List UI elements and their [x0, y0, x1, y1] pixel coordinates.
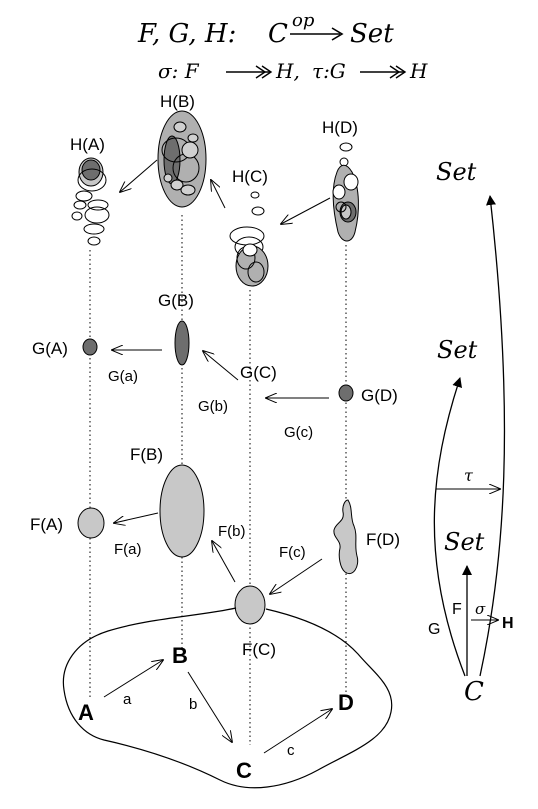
sigma-label: σ [475, 600, 486, 618]
f-functor-label: F [452, 601, 462, 618]
g-d-label: G(D) [361, 386, 398, 405]
h-arrow-b [211, 180, 226, 209]
epi-arrow-sigma [226, 65, 273, 79]
g-a-label: G(A) [32, 339, 68, 358]
title-h2: H [409, 59, 428, 83]
f-b-set [159, 464, 205, 558]
f-c-label: F(C) [242, 640, 276, 659]
f-a-label: F(A) [30, 515, 63, 534]
morphism-c-arrow [263, 709, 332, 754]
category-c: A B C D a b c [62, 607, 393, 789]
g-c-morphism: G(c) [284, 424, 313, 441]
fiber-guides [89, 215, 347, 745]
morphism-b-arrow [187, 671, 232, 742]
title-h1: H, [275, 59, 300, 83]
title-category: C [268, 19, 288, 49]
title-arrowhead [331, 27, 344, 41]
category-c-blob [62, 607, 393, 789]
title-sigma: σ: F [158, 59, 200, 83]
f-c-set [234, 585, 266, 625]
set-top-label: Set [436, 158, 477, 186]
title: F, G, H: C op Set σ: F H, τ:G H [137, 10, 428, 83]
morphism-a-label: a [123, 691, 132, 708]
g-arrow-b [203, 351, 239, 381]
f-arrow-a [114, 512, 159, 523]
object-c: C [236, 758, 252, 783]
h-functor-label: H [502, 615, 514, 632]
set-mid-label: Set [437, 336, 478, 364]
f-arrows [114, 512, 323, 594]
f-d-label: F(D) [366, 530, 400, 549]
g-b-label: G(B) [158, 291, 194, 310]
h-arrows [120, 159, 331, 224]
g-functor-label: G [428, 621, 440, 638]
h-arrow-a [120, 159, 158, 192]
f-a-morphism: F(a) [114, 541, 142, 558]
morphism-b-label: b [189, 696, 197, 713]
f-arrow-b [212, 541, 236, 583]
f-b-label: F(B) [130, 445, 163, 464]
morphism-c-label: c [287, 742, 295, 759]
object-b: B [172, 643, 188, 668]
tau-label: τ [464, 466, 474, 485]
h-arrow-c [281, 197, 331, 224]
epi-arrow-tau [360, 65, 407, 79]
g-a-set [82, 338, 98, 356]
f-a-set [77, 507, 105, 539]
title-set: Set [350, 19, 394, 49]
h-c-label: H(C) [232, 167, 268, 186]
title-op: op [292, 10, 315, 31]
g-c-label: G(C) [240, 363, 277, 382]
g-layer: G(A) G(B) G(C) G(D) G(a) G(b) G(c) [32, 291, 398, 441]
f-arrow-c [270, 558, 323, 594]
h-b-set [157, 110, 207, 208]
h-c-set [229, 191, 269, 287]
functor-summary: Set Set Set τ σ F G H C [428, 158, 514, 707]
object-a: A [78, 700, 94, 725]
title-prefix: F, G, H: [137, 19, 236, 49]
morphism-a-arrow [103, 660, 163, 698]
h-a-label: H(A) [70, 135, 105, 154]
f-c-morphism: F(c) [279, 544, 306, 561]
h-d-label: H(D) [322, 118, 358, 137]
g-d-set [338, 384, 354, 402]
f-d-set [333, 499, 359, 574]
h-b-label: H(B) [160, 92, 195, 111]
g-b-morphism: G(b) [198, 398, 228, 415]
f-b-morphism: F(b) [218, 523, 246, 540]
g-a-morphism: G(a) [108, 368, 138, 385]
h-functor-arrow [479, 195, 506, 677]
object-d: D [338, 690, 354, 715]
h-a-set [71, 157, 110, 246]
g-arrows [112, 350, 329, 398]
h-d-set [332, 142, 359, 242]
g-b-set [174, 320, 190, 366]
title-tau: τ:G [312, 59, 346, 83]
f-layer: F(A) F(B) F(C) F(D) F(a) F(b) F(c) [30, 445, 400, 659]
category-c-label: C [464, 677, 484, 707]
h-layer: H(A) H(B) H(C) H(D) [70, 92, 359, 287]
set-low-label: Set [444, 528, 485, 556]
g-functor-arrow [433, 377, 466, 677]
c-arrows [103, 660, 332, 754]
